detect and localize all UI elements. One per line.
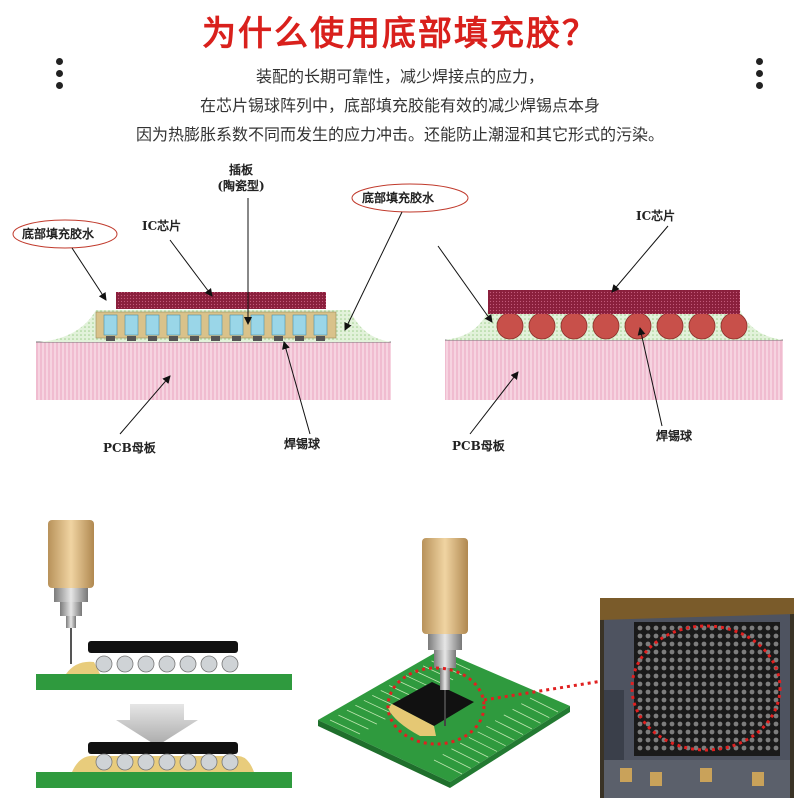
solder-ball [158,655,176,673]
solder-ball [313,314,328,336]
solder-pad [274,336,283,341]
solder-pad [316,336,325,341]
solder-ball [145,314,160,336]
solder-ball [116,655,134,673]
right-cross-section: IC芯片 PCB母板 焊锡球 [437,208,783,453]
solder-ball [271,314,286,336]
dispense-sequence [36,520,292,788]
solder-pad [232,336,241,341]
solder-ball [688,312,716,340]
underfill-label: 底部填充胶水 [22,226,95,241]
syringe-barrel [48,520,94,588]
interposer-label: 插板 [229,162,254,177]
highlight-circle [386,666,486,746]
pcb-board [445,340,783,400]
interposer-sub-label: (陶瓷型) [217,178,264,193]
pcb-board [36,342,391,400]
needle [70,628,72,664]
solder-balls [95,655,239,673]
page-title: 为什么使用底部填充胶？ [202,14,598,54]
ic-chip [116,292,326,309]
solder-ball [103,314,118,336]
solder-ball [137,655,155,673]
solder-ball [124,314,139,336]
solder-pad [127,336,136,341]
underfill-label: 底部填充胶水 [362,190,435,205]
solder-ball [158,753,176,771]
interposer-balls [103,314,328,341]
more-icon-right [756,58,764,94]
solder-pad [190,336,199,341]
chip-package [392,682,474,726]
intro-line: 装配的长期可靠性，减少焊接点的应力， [255,67,544,86]
solder-ball [592,312,620,340]
solder-pad [295,336,304,341]
solder-pad [148,336,157,341]
syringe-barrel [422,538,468,634]
ic-chip [88,641,238,653]
solder-ball [95,753,113,771]
ic-chip [88,742,238,754]
solder-ball [200,753,218,771]
solder-pad [169,336,178,341]
solder-pad [211,336,220,341]
solder-ball [137,753,155,771]
solder-ball [656,312,684,340]
solder-ball [208,314,223,336]
intro-line: 因为热膨胀系数不同而发生的应力冲击。还能防止潮湿和其它形式的污染。 [135,125,664,144]
solder-ball-label: 焊锡球 [656,428,693,443]
ic-chip [488,290,740,314]
ic-label: IC芯片 [636,208,675,223]
down-arrow-icon [116,704,198,746]
pcb-label: PCB母板 [452,438,506,453]
cross-section-diagrams: 插板 (陶瓷型) IC芯片 底部填充胶水 底部填充胶水 PCB母板 焊锡球 IC… [12,162,783,455]
needle [444,690,446,726]
solder-ball [95,655,113,673]
pcb-board [36,772,292,788]
solder-ball [496,312,524,340]
board-dispense-scene [318,538,647,788]
solder-ball [179,753,197,771]
intro-line: 在芯片锡球阵列中，底部填充胶能有效的减少焊锡点本身 [199,96,600,115]
solder-ball [292,314,307,336]
solder-ball [720,312,748,340]
solder-ball [221,753,239,771]
solder-ball [624,312,652,340]
bga-photo [600,598,794,798]
solder-ball [250,314,265,336]
pcb-board [36,674,292,690]
underfill-bead [66,661,100,674]
intro-text: 装配的长期可靠性，减少焊接点的应力， 在芯片锡球阵列中，底部填充胶能有效的减少焊… [0,62,800,149]
dispensing-illustrations [36,520,794,798]
pcb-label: PCB母板 [103,440,157,455]
solder-pad [106,336,115,341]
solder-ball [528,312,556,340]
solder-ball [187,314,202,336]
solder-balls [95,753,239,771]
solder-ball [166,314,181,336]
solder-ball [229,314,244,336]
ic-label: IC芯片 [142,218,181,233]
highlight-circle [630,624,782,752]
solder-ball [221,655,239,673]
solder-ball [179,655,197,673]
solder-pad [253,336,262,341]
solder-ball [200,655,218,673]
solder-ball [116,753,134,771]
left-cross-section: 插板 (陶瓷型) IC芯片 底部填充胶水 底部填充胶水 PCB母板 焊锡球 [12,162,469,455]
more-icon-left [56,58,64,94]
bga-solder-grid [637,625,779,751]
solder-ball-label: 焊锡球 [284,436,321,451]
underfill-spread [388,704,436,736]
solder-ball [560,312,588,340]
